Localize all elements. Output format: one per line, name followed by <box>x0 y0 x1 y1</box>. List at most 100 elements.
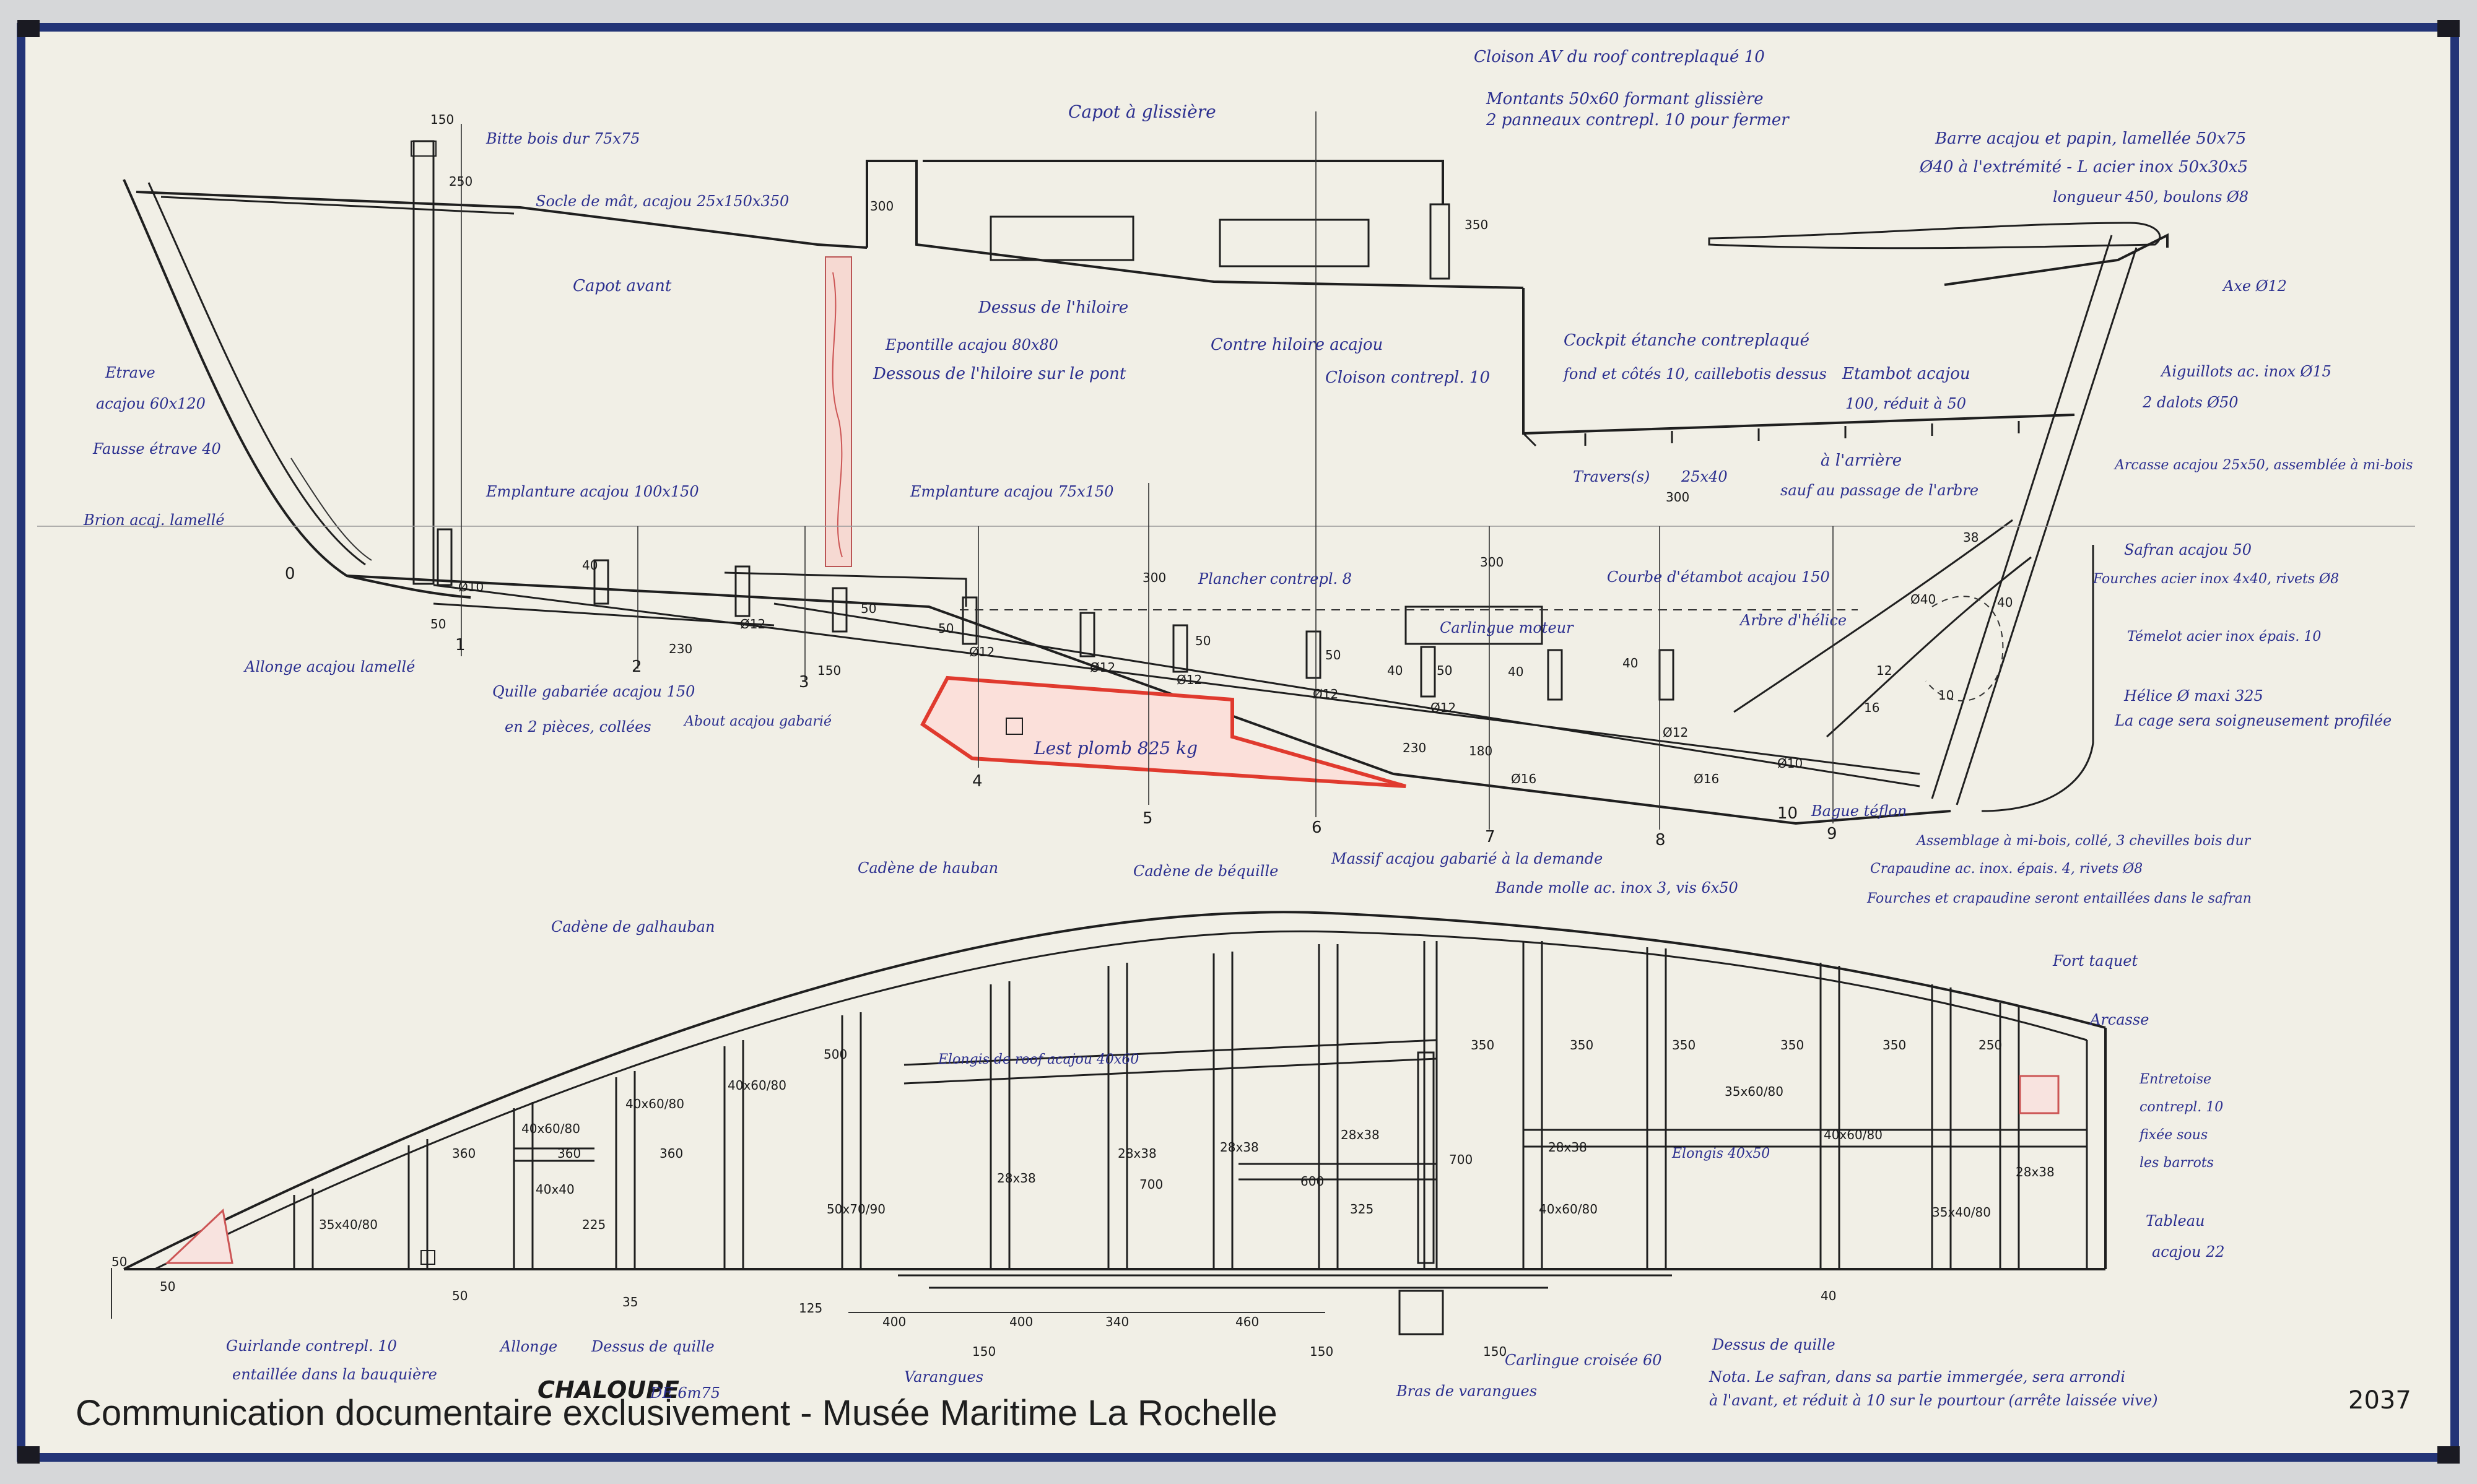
label-quille-2: en 2 pièces, collées <box>505 718 651 735</box>
svg-text:Dessous de l'hiloire sur le po: Dessous de l'hiloire sur le pont <box>873 365 1126 383</box>
svg-text:Epontille acajou 80x80: Epontille acajou 80x80 <box>885 336 1058 354</box>
label-cadene-hauban: Cadène de hauban <box>858 859 998 877</box>
label-bande: Bande molle ac. inox 3, vis 6x50 <box>1495 879 1738 896</box>
dim: 10 <box>1938 688 1954 703</box>
svg-text:Fort taquet: Fort taquet <box>2052 952 2138 970</box>
label-elongis: Elongis 40x50 <box>1671 1146 1770 1161</box>
svg-text:Emplanture acajou 75x150: Emplanture acajou 75x150 <box>910 483 1113 500</box>
dim: 40 <box>1622 656 1638 670</box>
dim: 50 <box>160 1279 175 1294</box>
label-plan-arcasse: Arcasse <box>2089 1011 2149 1028</box>
label-crapaudine: Crapaudine ac. inox. épais. 4, rivets Ø8 <box>1870 861 2143 877</box>
label-fausse-etrave: Fausse étrave 40 <box>92 440 221 458</box>
label-dessus-quille: Dessus de quille <box>591 1338 715 1355</box>
station-1: 1 <box>455 636 466 654</box>
dim: 50x70/90 <box>827 1202 886 1217</box>
dim: 300 <box>1143 570 1166 585</box>
svg-text:Dessus de quille: Dessus de quille <box>591 1338 715 1355</box>
dim: 28x38 <box>1341 1127 1380 1142</box>
label-epontille: Epontille acajou 80x80 <box>885 336 1058 354</box>
svg-text:Allonge: Allonge <box>499 1338 557 1355</box>
label-capot-avant: Capot avant <box>573 277 672 295</box>
dim: 35x40/80 <box>319 1217 378 1232</box>
svg-text:Cadène de galhauban: Cadène de galhauban <box>551 918 715 935</box>
svg-text:Elongis 40x50: Elongis 40x50 <box>1671 1146 1770 1161</box>
label-assemblage: Assemblage à mi-bois, collé, 3 chevilles… <box>1915 833 2252 849</box>
dim: 50 <box>938 621 954 636</box>
station-8: 8 <box>1655 831 1666 849</box>
svg-text:Arbre d'hélice: Arbre d'hélice <box>1739 612 1847 629</box>
label-etrave: Etrave <box>105 364 155 381</box>
drawing-text: Cloison AV du roof contreplaqué 10 Monta… <box>76 48 2413 1433</box>
label-tableau: Tableau <box>2146 1212 2205 1230</box>
svg-text:2 dalots Ø50: 2 dalots Ø50 <box>2142 394 2239 411</box>
dim: 150 <box>1310 1344 1333 1359</box>
svg-text:acajou 60x120: acajou 60x120 <box>96 395 206 412</box>
dim: Ø10 <box>458 579 484 594</box>
dim: 40x60/80 <box>521 1121 580 1136</box>
svg-text:Nota. Le safran, dans sa parti: Nota. Le safran, dans sa partie immergée… <box>1709 1368 2125 1386</box>
dim: 350 <box>1883 1038 1906 1052</box>
label-carlingue: Carlingue croisée 60 <box>1505 1352 1662 1369</box>
label-entretoise-4: les barrots <box>2140 1155 2214 1171</box>
station-0: 0 <box>285 565 295 583</box>
dim: 300 <box>1480 555 1504 570</box>
svg-text:La cage sera soigneusement pro: La cage sera soigneusement profilée <box>2114 712 2392 729</box>
svg-text:les barrots: les barrots <box>2140 1155 2214 1171</box>
label-socle-mat: Socle de mât, acajou 25x150x350 <box>536 193 789 210</box>
svg-text:entaillée dans la bauquière: entaillée dans la bauquière <box>232 1366 437 1383</box>
station-5: 5 <box>1143 809 1153 828</box>
label-fourches: Fourches acier inox 4x40, rivets Ø8 <box>2092 571 2339 587</box>
label-cockpit: Cockpit étanche contreplaqué <box>1564 331 1809 350</box>
drawing-title: CHALOUPE <box>538 1376 679 1404</box>
label-cloison-contrepl: Cloison contrepl. 10 <box>1325 368 1490 387</box>
label-guirlande-2: entaillée dans la bauquière <box>232 1366 437 1383</box>
label-entretoise-2: contrepl. 10 <box>2140 1100 2223 1115</box>
drawing-title-suffix: DE 6m75 <box>650 1384 720 1402</box>
svg-text:Travers(s): Travers(s) <box>1573 468 1650 485</box>
dim: 250 <box>449 174 472 189</box>
svg-text:Entretoise: Entretoise <box>2139 1072 2211 1087</box>
sheet-number: 2037 <box>2348 1386 2411 1415</box>
svg-text:Etrave: Etrave <box>105 364 155 381</box>
dim: Ø16 <box>1511 771 1536 786</box>
svg-text:100, réduit à 50: 100, réduit à 50 <box>1845 395 1966 412</box>
label-nota-2: à l'avant, et réduit à 10 sur le pourtou… <box>1709 1392 2158 1409</box>
label-brion: Brion acaj. lamellé <box>83 511 225 529</box>
label-entretoise-3: fixée sous <box>2138 1127 2208 1143</box>
dim: 300 <box>1666 490 1689 505</box>
svg-text:Fourches acier inox 4x40, rive: Fourches acier inox 4x40, rivets Ø8 <box>2092 571 2339 587</box>
dim: Ø40 <box>1910 592 1936 607</box>
svg-text:About acajou gabarié: About acajou gabarié <box>683 714 832 729</box>
dim: 40x40 <box>536 1182 575 1197</box>
dim: 35x60/80 <box>1725 1084 1783 1099</box>
dim: 350 <box>1570 1038 1593 1052</box>
dim: 50 <box>430 617 446 631</box>
station-2: 2 <box>632 657 642 676</box>
dim: 325 <box>1350 1202 1373 1217</box>
label-etambot-4: sauf au passage de l'arbre <box>1780 482 1979 499</box>
svg-text:Etambot acajou: Etambot acajou <box>1842 365 1970 383</box>
svg-text:Massif acajou gabarié à la dem: Massif acajou gabarié à la demande <box>1331 850 1603 867</box>
dim: 350 <box>1465 217 1488 232</box>
label-lest: Lest plomb 825 kg <box>1034 738 1198 758</box>
label-montants: Montants 50x60 formant glissière <box>1486 90 1764 108</box>
svg-text:Contre hiloire acajou: Contre hiloire acajou <box>1211 336 1383 354</box>
svg-text:Capot avant: Capot avant <box>573 277 672 295</box>
dim: 50 <box>452 1288 468 1303</box>
label-etrave-2: acajou 60x120 <box>96 395 206 412</box>
svg-text:à l'avant, et réduit à 10 sur: à l'avant, et réduit à 10 sur le pourtou… <box>1709 1392 2158 1409</box>
dim: 180 <box>1469 744 1492 758</box>
dim: 40 <box>1508 664 1523 679</box>
svg-text:2 panneaux contrepl. 10 pour f: 2 panneaux contrepl. 10 pour fermer <box>1486 111 1790 129</box>
dim: Ø12 <box>1177 672 1202 687</box>
label-temelot: Témelot acier inox épais. 10 <box>2127 629 2321 644</box>
label-nota: Nota. Le safran, dans sa partie immergée… <box>1709 1368 2125 1386</box>
svg-text:Capot à glissière: Capot à glissière <box>1068 102 1216 122</box>
label-contre-hiloire: Contre hiloire acajou <box>1211 336 1383 354</box>
label-elongis-roof: Elongis de roof acajou 40x60 <box>938 1052 1139 1067</box>
label-allonge: Allonge acajou lamellé <box>243 658 415 675</box>
label-etambot-3: à l'arrière <box>1821 451 1902 470</box>
svg-text:Aiguillots ac. inox Ø15: Aiguillots ac. inox Ø15 <box>2160 363 2331 380</box>
svg-text:Bande molle ac. inox 3, vis 6x: Bande molle ac. inox 3, vis 6x50 <box>1495 879 1738 896</box>
